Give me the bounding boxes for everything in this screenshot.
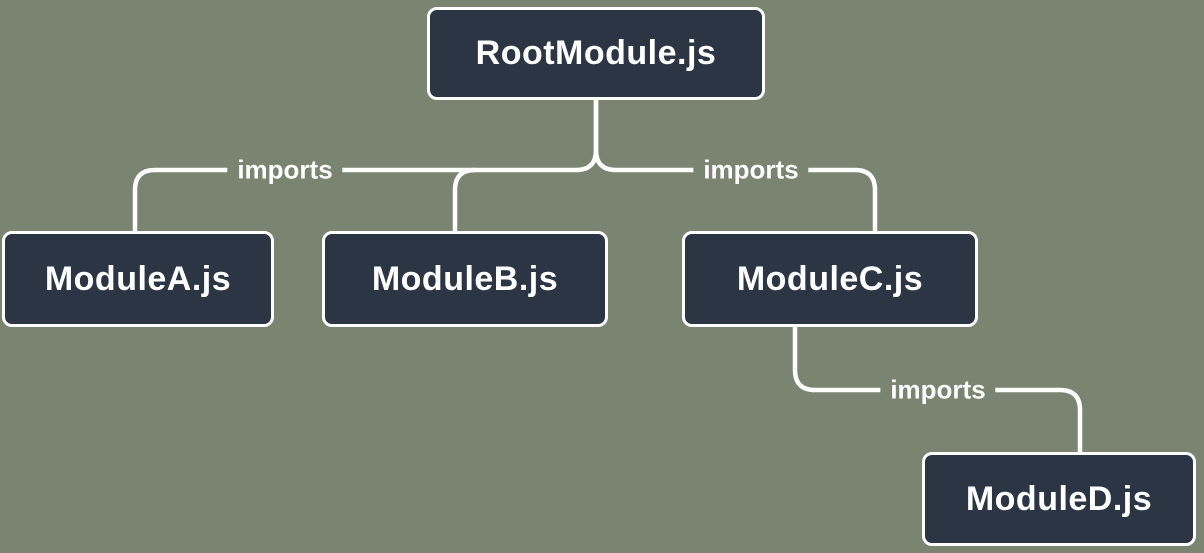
edge-root-to-moduleb: [452, 167, 476, 231]
node-modulec: ModuleC.js: [682, 231, 978, 327]
edge-root-to-modulea: [132, 100, 599, 231]
node-rootmodule: RootModule.js: [427, 7, 765, 100]
edge-label-imports-down: imports: [880, 372, 996, 408]
node-moduled: ModuleD.js: [922, 452, 1196, 546]
edge-label-imports-right: imports: [693, 152, 809, 188]
node-modulea: ModuleA.js: [2, 231, 274, 327]
node-moduleb: ModuleB.js: [322, 231, 608, 327]
edge-label-imports-left: imports: [227, 152, 343, 188]
